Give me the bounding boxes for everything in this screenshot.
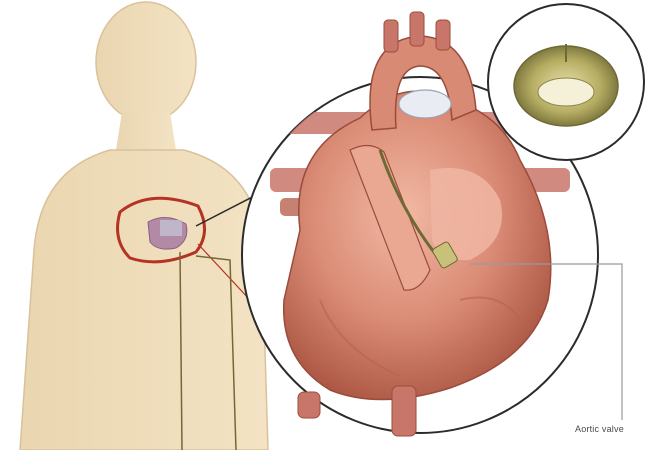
lower-vessel-left [298, 392, 320, 418]
valve-leaflet-opening [538, 78, 594, 106]
aortic-valve-label: Aortic valve [575, 424, 624, 434]
head-shape [96, 2, 196, 122]
incision-device [160, 220, 182, 236]
lower-vessel-right [392, 386, 416, 436]
human-silhouette [20, 2, 268, 450]
aortic-branch-2 [410, 12, 424, 46]
aortic-opening [399, 90, 451, 118]
aortic-branch-1 [384, 20, 398, 52]
aortic-branch-3 [436, 20, 450, 50]
valve-callout [488, 4, 644, 160]
neck-shape [116, 112, 176, 150]
